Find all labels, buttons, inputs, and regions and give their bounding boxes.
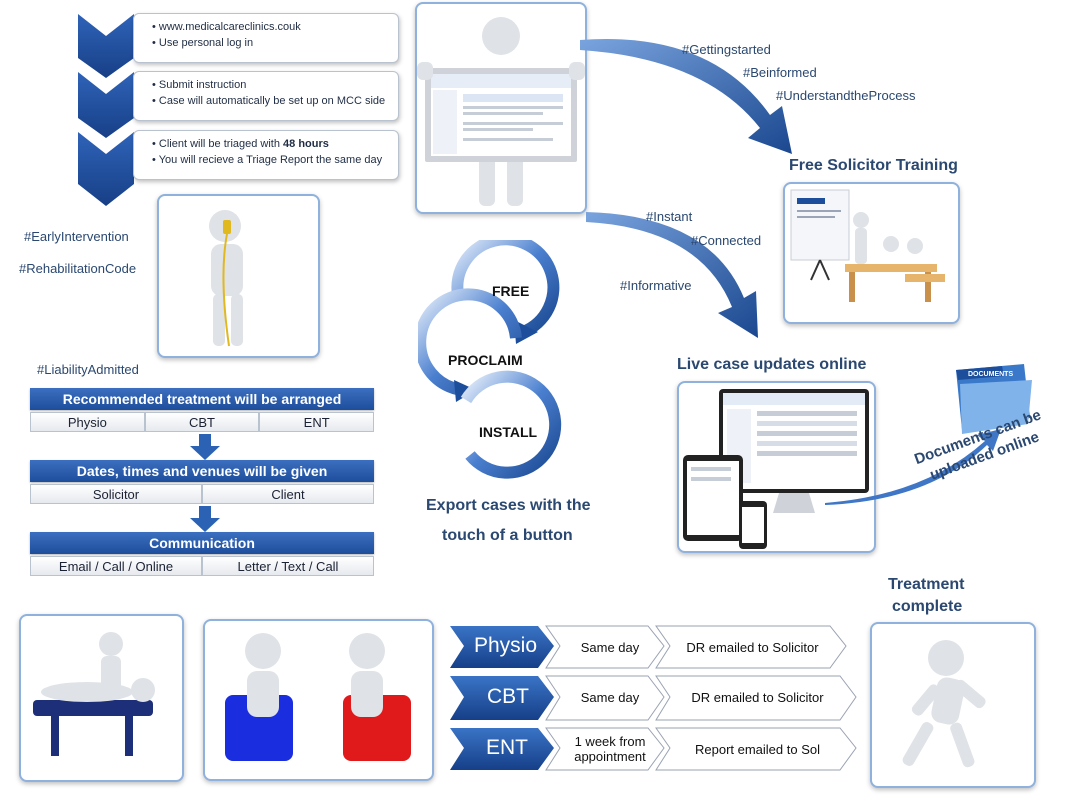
presenter-screen-image	[415, 2, 587, 214]
hashtag-rehabilitation-code: #RehabilitationCode	[19, 261, 137, 276]
cell-solicitor: Solicitor	[30, 484, 202, 504]
hashtag-connected: #Connected	[691, 233, 762, 248]
training-image	[783, 182, 960, 324]
arrow-to-live	[586, 212, 758, 338]
cell-letter-text-call: Letter / Text / Call	[202, 556, 374, 576]
cycle-install: INSTALL	[479, 424, 538, 440]
hashtag-understand-process: #UnderstandtheProcess	[776, 88, 916, 103]
treatment-header: Recommended treatment will be arranged	[30, 388, 374, 410]
step-2-line-1: Submit instruction	[152, 77, 392, 93]
communication-row: Email / Call / Online Letter / Text / Ca…	[30, 556, 374, 576]
timeline-cbt-when: Same day	[580, 689, 640, 705]
down-arrow-icon	[190, 434, 220, 460]
step-1-line-1: www.medicalcareclinics.couk	[152, 19, 392, 35]
timeline-ent-when-line-2: appointment	[574, 749, 646, 764]
timeline-ent-when-line-1: 1 week from	[574, 734, 646, 749]
documents-folder-label: DOCUMENTS	[968, 371, 1013, 378]
cell-client: Client	[202, 484, 374, 504]
step-3-box: Client will be triaged with 48 hours You…	[133, 130, 399, 180]
big-arrows	[580, 38, 792, 338]
hashtag-be-informed: #Beinformed	[743, 65, 817, 80]
timeline-cbt-name: CBT	[487, 685, 529, 708]
step-3-line-1-bold: 48 hours	[283, 138, 329, 150]
step-3-line-2: You will recieve a Triage Report the sam…	[152, 152, 392, 168]
live-updates-heading: Live case updates online	[677, 356, 867, 373]
timeline-ent-result: Report emailed to Sol	[694, 741, 820, 757]
down-arrow-icon	[190, 506, 220, 532]
cycle-proclaim: PROCLAIM	[448, 352, 523, 368]
upload-arrow	[825, 429, 1001, 505]
timeline-physio-when: Same day	[580, 639, 640, 655]
timeline-physio-name: Physio	[474, 634, 538, 657]
export-caption-line-1: Export cases with the	[426, 497, 591, 514]
dates-row: Solicitor Client	[30, 484, 374, 504]
step-1-line-2: Use personal log in	[152, 35, 392, 51]
physio-image	[19, 614, 184, 782]
running-figure-image	[870, 622, 1036, 788]
communication-header: Communication	[30, 532, 374, 554]
hashtag-informative: #Informative	[620, 278, 692, 293]
timeline-ent-name: ENT	[486, 736, 528, 759]
devices-image	[677, 381, 876, 553]
cell-ent: ENT	[259, 412, 375, 432]
cbt-image	[203, 619, 434, 781]
treatment-row: Physio CBT ENT	[30, 412, 375, 432]
training-heading: Free Solicitor Training	[789, 157, 958, 174]
cell-physio: Physio	[30, 412, 145, 432]
hashtag-liability-admitted: #LiabilityAdmitted	[37, 362, 139, 377]
arrow-to-training	[580, 38, 792, 154]
chevron-down-icon	[78, 14, 134, 206]
step-3-line-1-text: Client will be triaged with	[158, 138, 284, 150]
cycle-arrows	[418, 240, 562, 479]
step-2-box: Submit instruction Case will automatical…	[133, 71, 399, 121]
timeline-cbt-result: DR emailed to Solicitor	[691, 689, 824, 705]
hashtag-early-intervention: #EarlyIntervention	[24, 229, 129, 244]
cell-cbt: CBT	[144, 412, 260, 432]
step-1-box: www.medicalcareclinics.couk Use personal…	[133, 13, 399, 63]
timeline-shapes	[450, 625, 857, 771]
documents-folder-icon: DOCUMENTS	[956, 364, 1032, 434]
timeline-ent-when: 1 week from appointment	[562, 730, 658, 768]
cell-email-call-online: Email / Call / Online	[30, 556, 202, 576]
step-2-line-2: Case will automatically be set up on MCC…	[152, 93, 392, 109]
dates-header: Dates, times and venues will be given	[30, 460, 374, 482]
treatment-complete-line-2: complete	[892, 598, 963, 615]
export-caption-line-2: touch of a button	[442, 527, 573, 544]
phone-call-image	[157, 194, 320, 358]
timeline-physio-result: DR emailed to Solicitor	[686, 639, 819, 655]
step-3-line-1: Client will be triaged with 48 hours	[152, 136, 392, 152]
cycle-free: FREE	[492, 283, 530, 299]
treatment-complete-line-1: Treatment	[888, 576, 965, 593]
hashtag-getting-started: #Gettingstarted	[682, 42, 771, 57]
hashtag-instant: #Instant	[646, 209, 693, 224]
